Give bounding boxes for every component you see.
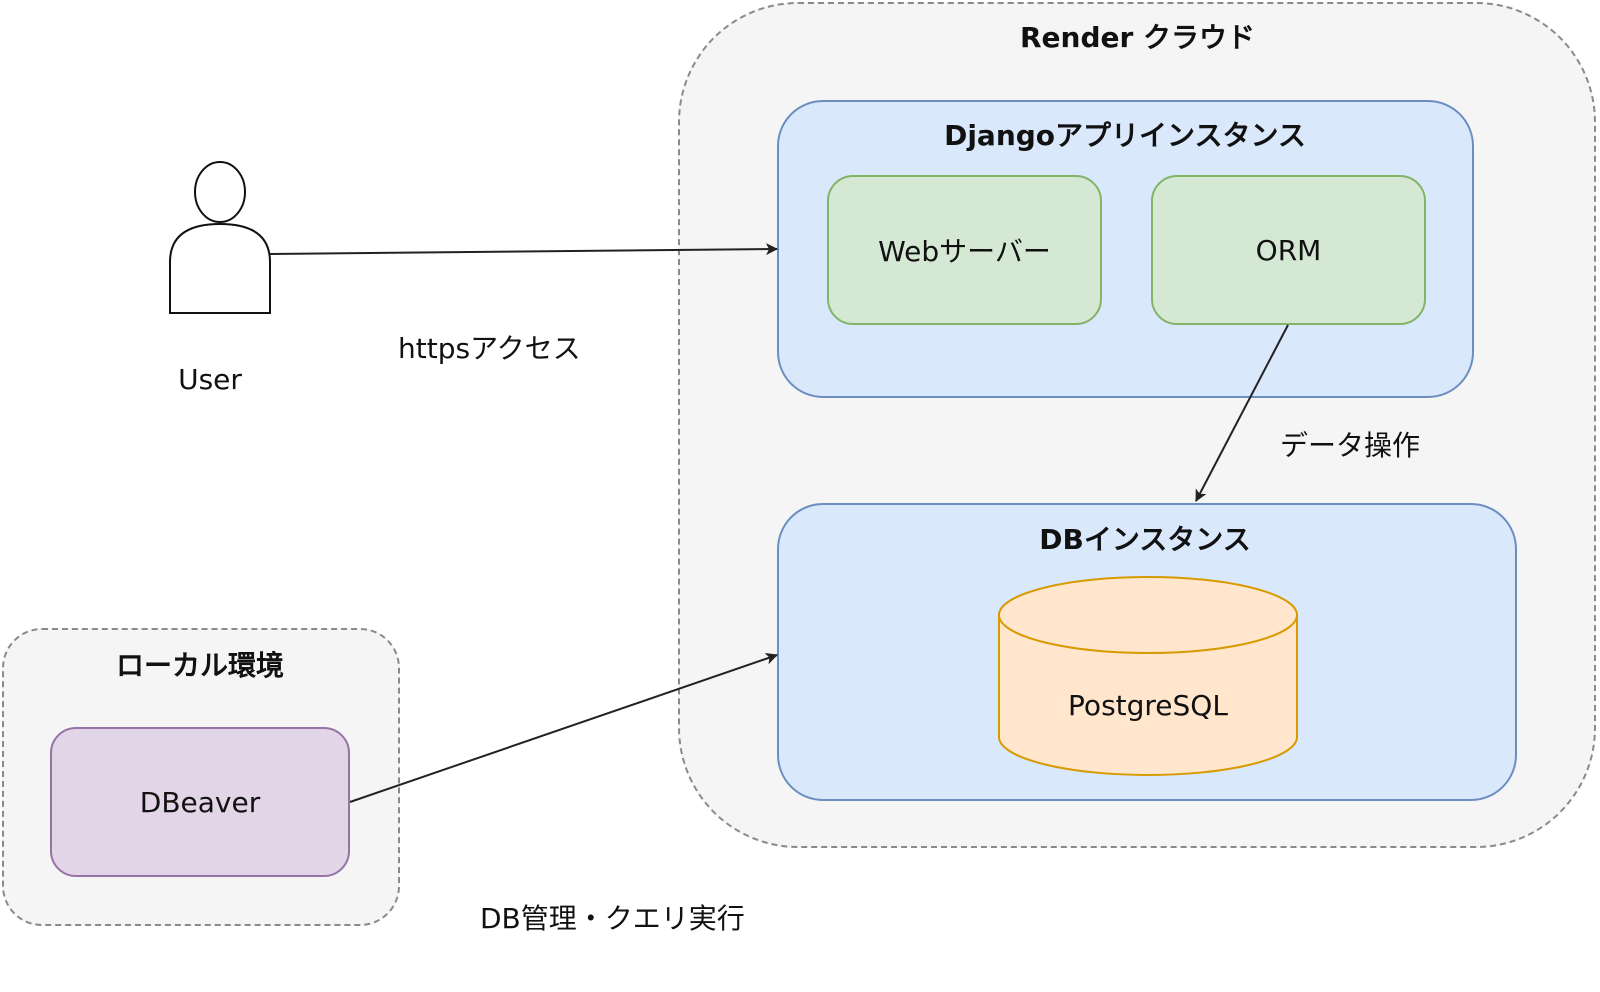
- orm-label: ORM: [1255, 233, 1322, 267]
- web-server-node: Webサーバー: [827, 175, 1102, 325]
- edge-label-data-operations: データ操作: [1280, 429, 1421, 462]
- dbeaver-label: DBeaver: [139, 785, 261, 819]
- db-instance-title: DBインスタンス: [1039, 523, 1251, 556]
- django-app-title: Djangoアプリインスタンス: [944, 119, 1306, 152]
- render-cloud-title: Render クラウド: [1019, 21, 1256, 54]
- user-actor-icon: [169, 161, 271, 314]
- dbeaver-node: DBeaver: [50, 727, 350, 877]
- edge-https-access: [269, 243, 778, 256]
- local-environment-title: ローカル環境: [115, 649, 284, 682]
- web-server-label: Webサーバー: [878, 235, 1051, 268]
- postgresql-label: PostgreSQL: [1068, 689, 1228, 722]
- user-label: User: [178, 363, 242, 396]
- postgresql-database-icon: [998, 576, 1298, 776]
- edge-data-operations: [1195, 324, 1289, 502]
- edge-db-admin: [349, 652, 778, 803]
- edge-label-db-admin: DB管理・クエリ実行: [480, 902, 745, 935]
- edge-label-https-access: httpsアクセス: [398, 332, 581, 365]
- orm-node: ORM: [1151, 175, 1426, 325]
